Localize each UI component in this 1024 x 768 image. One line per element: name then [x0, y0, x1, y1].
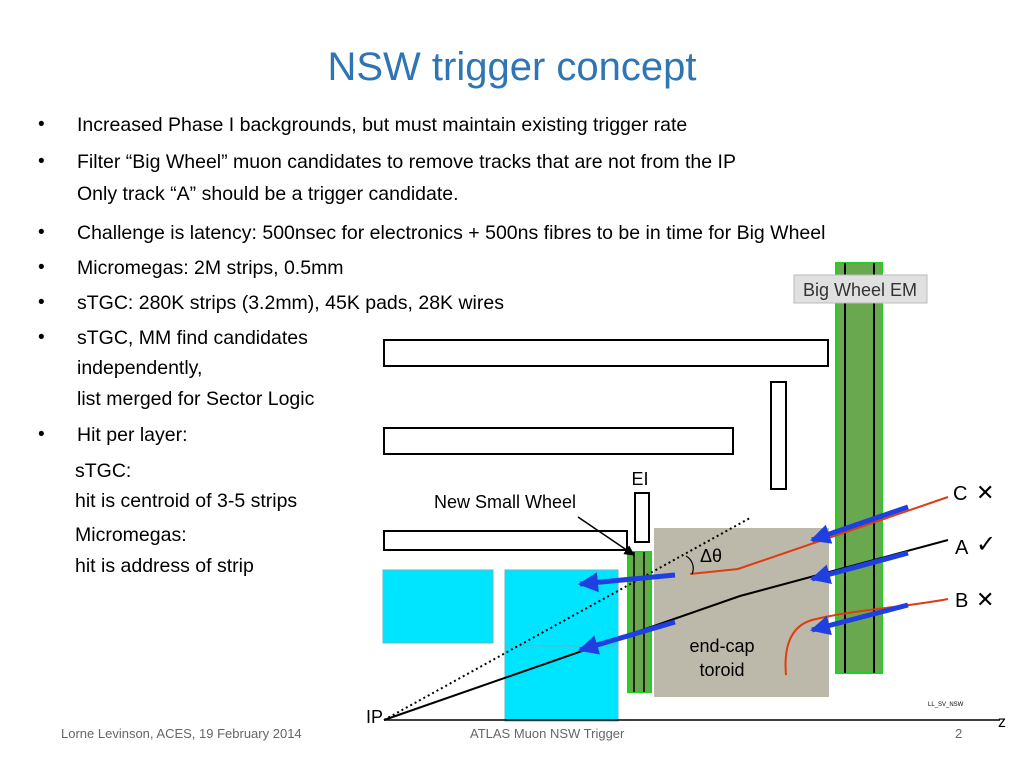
page-number: 2	[955, 726, 963, 741]
footer-title: ATLAS Muon NSW Trigger	[470, 726, 625, 741]
bullet-marker: •	[38, 327, 45, 348]
sub-item-text: Micromegas:	[75, 524, 187, 546]
outer-chamber	[383, 339, 829, 367]
bullet-text: Filter “Big Wheel” muon candidates to re…	[77, 151, 736, 173]
vertical-chamber	[770, 381, 787, 490]
ei-chamber	[634, 492, 650, 543]
middle-chamber	[383, 427, 734, 455]
bullet-text: independently,	[77, 357, 203, 379]
delta-theta-label: Δθ	[700, 546, 722, 566]
bullet-marker: •	[38, 151, 45, 172]
reject-mark-c: ✕	[976, 480, 994, 505]
ip-label: IP	[366, 707, 383, 727]
sub-item-text: hit is address of strip	[75, 555, 254, 577]
ei-label: EI	[631, 469, 648, 489]
accept-mark-a: ✓	[976, 531, 996, 558]
nsw-arrow-c	[578, 572, 676, 593]
new-small-wheel	[627, 551, 652, 693]
nsw-arrow-a	[578, 619, 676, 655]
bullet-text: sTGC: 280K strips (3.2mm), 45K pads, 28K…	[77, 292, 504, 314]
bullet-text: Hit per layer:	[77, 424, 188, 446]
end-cap-toroid	[654, 528, 829, 697]
bullet-text: Only track “A” should be a trigger candi…	[77, 183, 459, 205]
track-c-label: C	[953, 483, 967, 505]
footer-author: Lorne Levinson, ACES, 19 February 2014	[61, 726, 302, 741]
big-wheel-label-box	[793, 274, 928, 304]
candidate-arrow-c	[810, 504, 909, 544]
big-wheel-label: Big Wheel EM	[803, 280, 917, 300]
z-label: z	[998, 714, 1006, 731]
track-b-label: B	[955, 590, 968, 612]
bullet-marker: •	[38, 257, 45, 278]
bullet-marker: •	[38, 292, 45, 313]
track-a-label: A	[955, 537, 969, 559]
bullet-text: Increased Phase I backgrounds, but must …	[77, 114, 688, 136]
bullet-marker: •	[38, 424, 45, 445]
bullet-marker: •	[38, 222, 45, 243]
candidate-arrow-a	[810, 550, 909, 584]
bullet-text: list merged for Sector Logic	[77, 388, 315, 410]
inner-chamber	[383, 530, 628, 551]
delta-theta-arc	[685, 555, 694, 575]
track-c	[689, 496, 949, 575]
bullet-text: sTGC, MM find candidates	[77, 327, 308, 349]
toroid-label: end-cap	[689, 636, 754, 656]
reject-mark-b: ✕	[976, 587, 994, 612]
candidate-arrow-b	[810, 602, 909, 636]
cyan-block	[382, 569, 494, 644]
bullet-text: Challenge is latency: 500nsec for electr…	[77, 222, 826, 244]
sub-item-text: sTGC:	[75, 460, 132, 482]
nsw-label: New Small Wheel	[434, 492, 576, 512]
bullet-text: Micromegas: 2M strips, 0.5mm	[77, 257, 344, 279]
sub-item-text: hit is centroid of 3-5 strips	[75, 490, 298, 512]
diagram-tag: LL_SV_NSW	[928, 702, 964, 708]
bullet-marker: •	[38, 114, 45, 135]
slide-title: NSW trigger concept	[327, 45, 697, 89]
toroid-label: toroid	[699, 660, 744, 680]
nsw-pointer	[577, 516, 635, 556]
